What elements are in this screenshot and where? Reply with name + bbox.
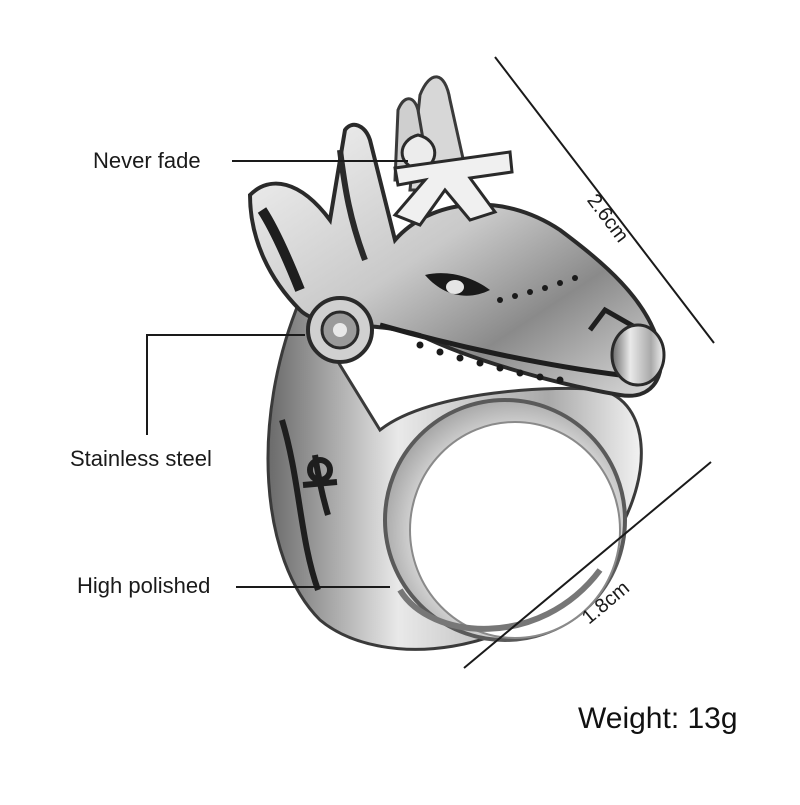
rosette	[306, 296, 374, 364]
weight-label: Weight: 13g	[578, 702, 738, 735]
ankh-emblem	[392, 133, 514, 227]
shank-engraving	[279, 419, 338, 592]
stainless-steel-line	[146, 334, 305, 435]
height-dimension-line	[494, 56, 715, 344]
muzzle-dots	[416, 275, 578, 384]
callout-lines	[146, 160, 408, 588]
width-dimension-line	[463, 461, 712, 669]
jackal-head	[247, 75, 666, 398]
callout-never-fade: Never fade	[93, 148, 201, 173]
ring-band	[266, 296, 643, 651]
callout-stainless-steel: Stainless steel	[70, 446, 212, 471]
dimension-lines	[463, 56, 715, 669]
callout-high-polished: High polished	[77, 573, 211, 598]
